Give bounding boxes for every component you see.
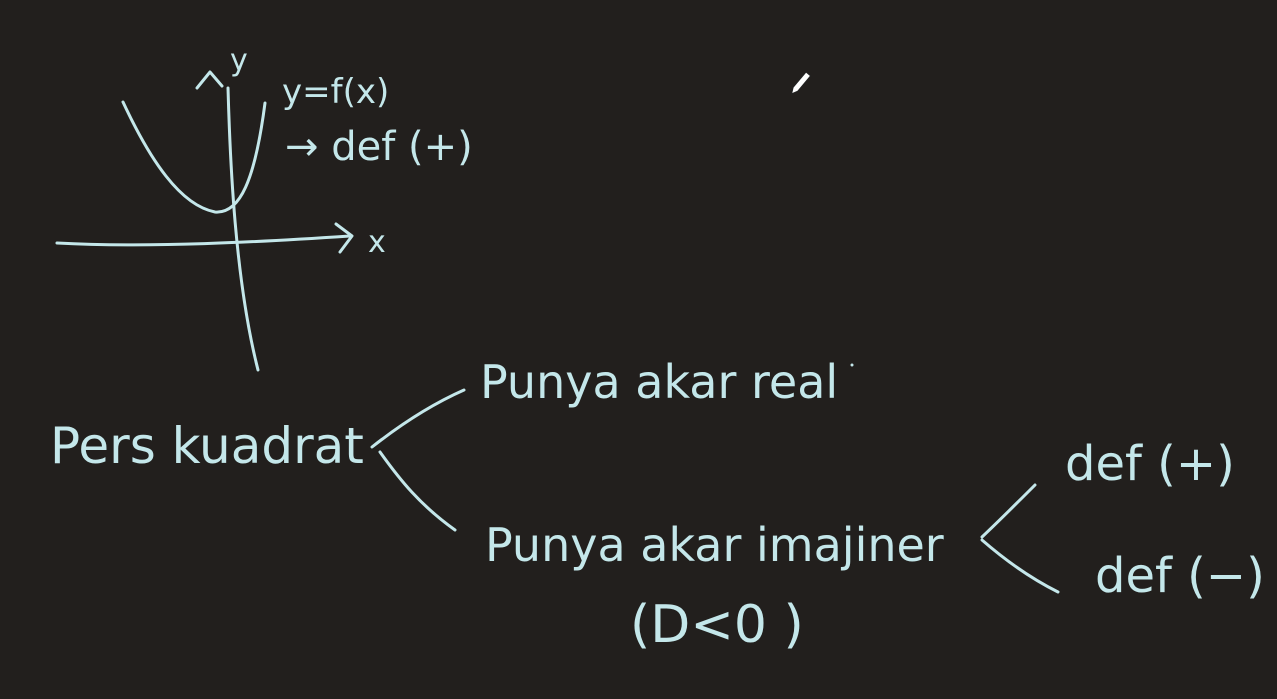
sub-branch-line-upper (980, 483, 1037, 539)
x-axis (55, 234, 352, 247)
branch-real-label: Punya akar real (480, 355, 838, 409)
y-axis-label: y (230, 43, 248, 78)
y-axis (226, 86, 260, 372)
x-axis-arrowhead (334, 222, 354, 254)
branch-line-lower (378, 450, 457, 532)
pen-cursor-icon (790, 71, 812, 95)
imag-condition-label: (D<0 ) (630, 595, 804, 655)
sub-positive-label: def (+) (1065, 436, 1235, 492)
y-axis-arrowhead (195, 70, 224, 90)
root-label: Pers kuadrat (50, 417, 364, 475)
branch-imag-label: Punya akar imajiner (485, 518, 944, 572)
x-axis-label: x (368, 225, 386, 260)
sub-negative-label: def (−) (1095, 548, 1265, 604)
function-label: y=f(x) (282, 72, 389, 112)
branch-line-upper (370, 388, 466, 449)
parabola-curve (121, 100, 267, 214)
sub-branch-line-lower (980, 538, 1060, 594)
ink-dot (850, 363, 854, 367)
definite-note: → def (+) (285, 124, 473, 170)
